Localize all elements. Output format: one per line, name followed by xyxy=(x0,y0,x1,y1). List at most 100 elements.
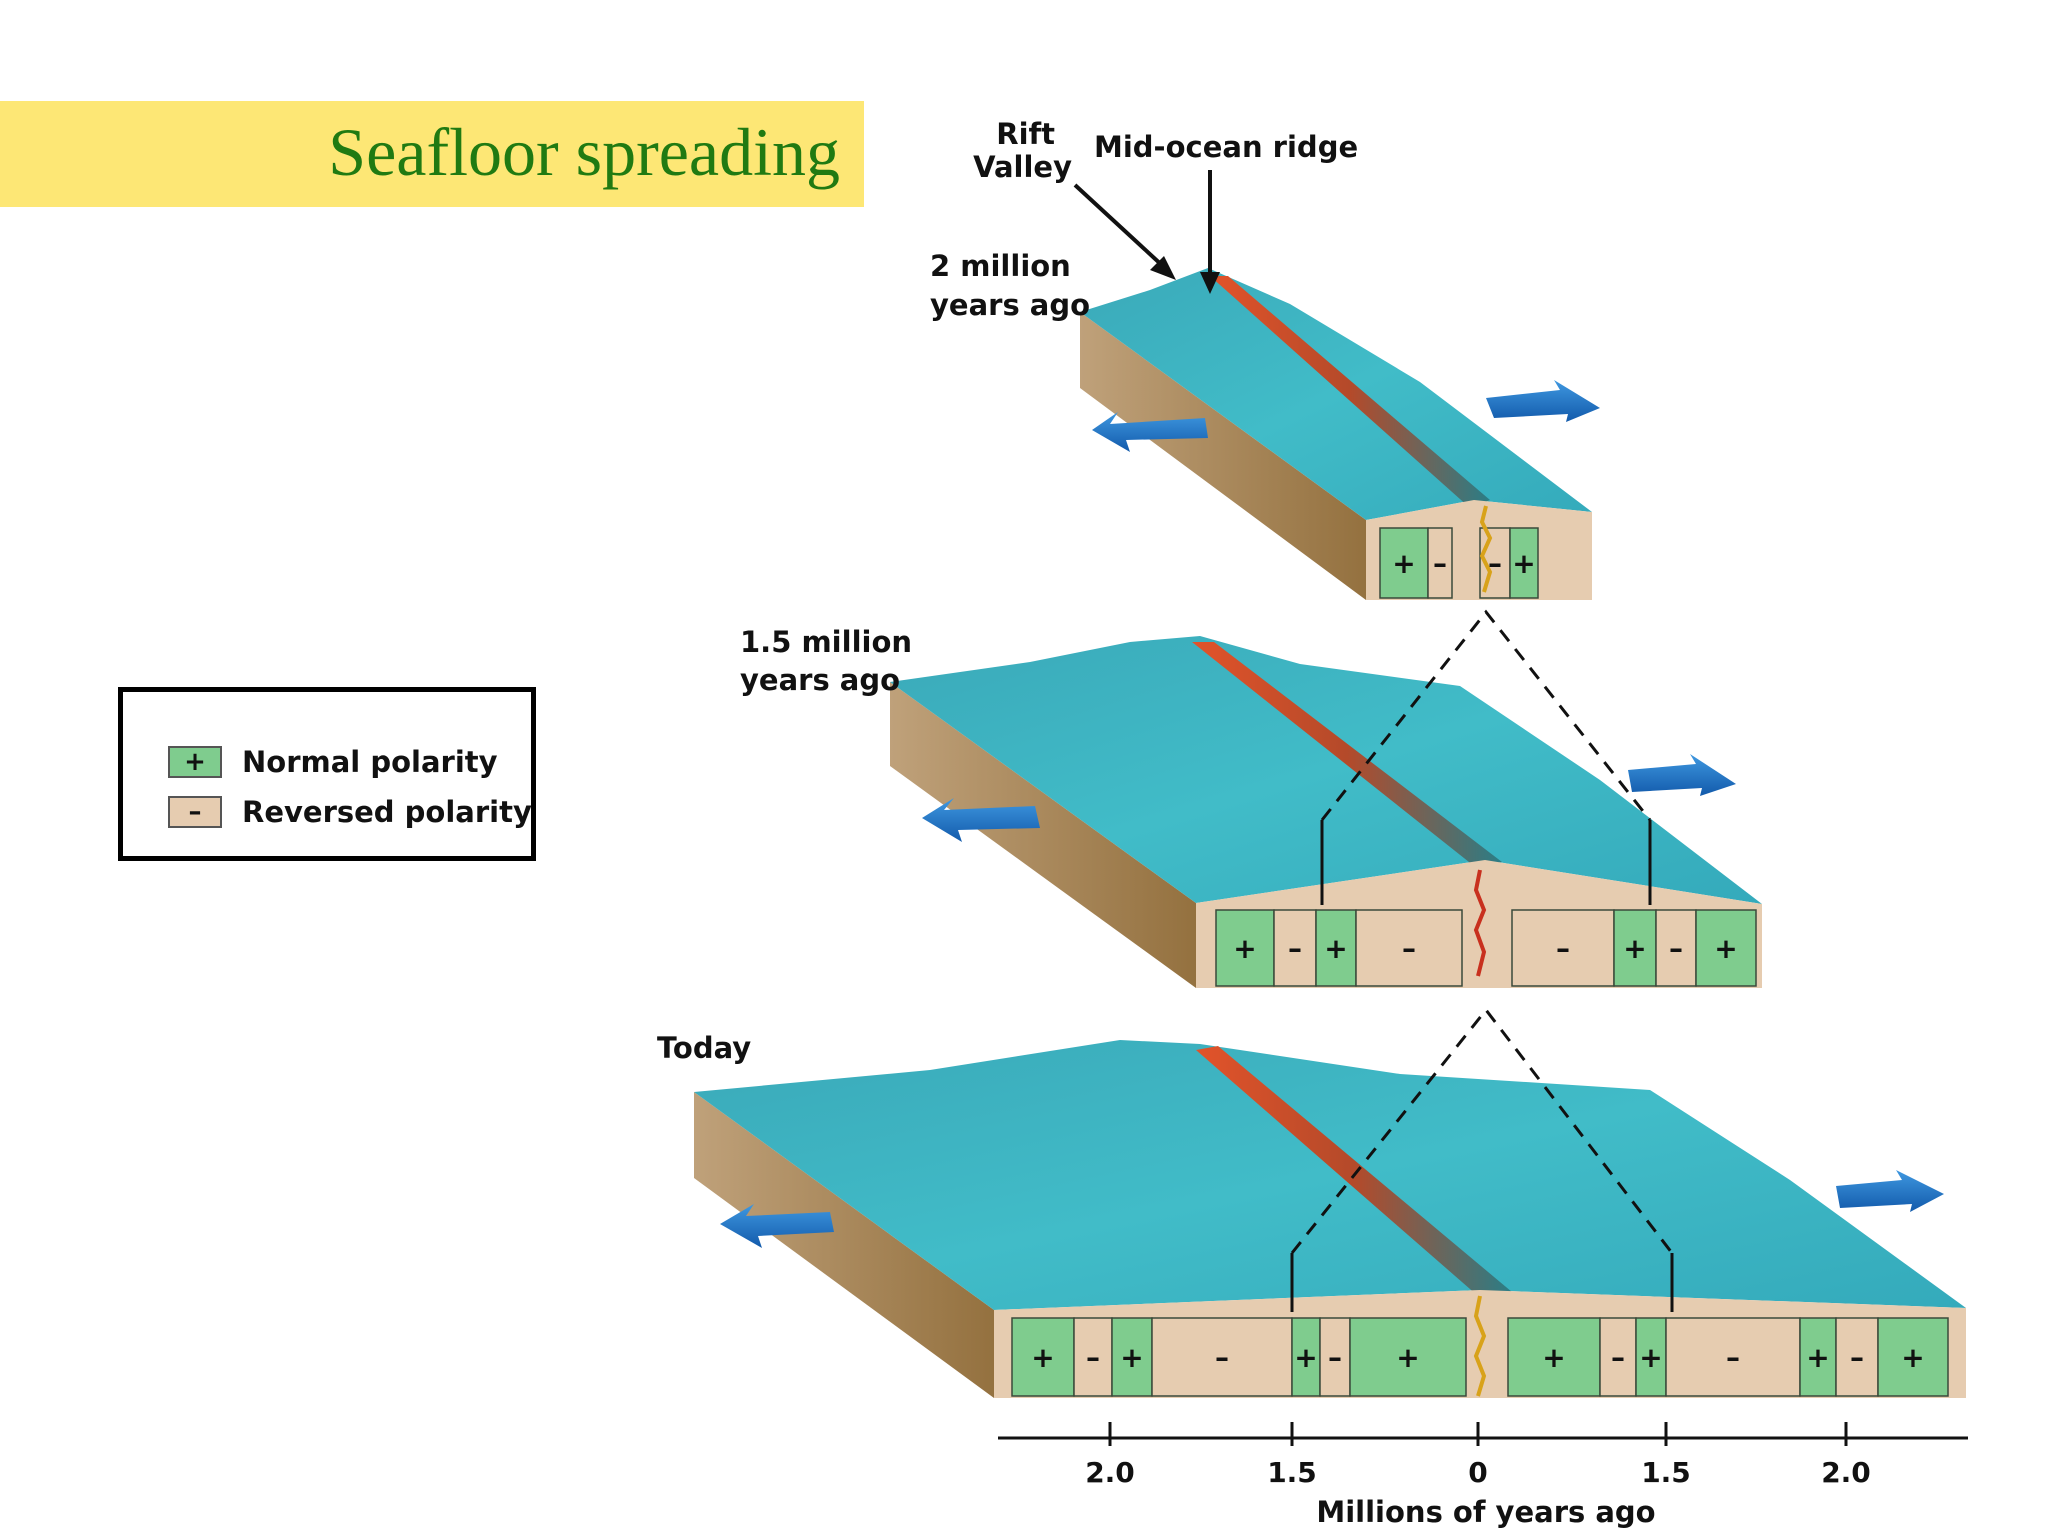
arrow-right-icon xyxy=(1628,754,1736,796)
polarity-symbol: + xyxy=(1714,932,1737,965)
polarity-symbol: – xyxy=(1288,932,1302,965)
arrow-left-icon xyxy=(922,798,1040,842)
normal-polarity-stripe xyxy=(1011,1317,1075,1397)
stage-label-2-million: 2 million xyxy=(930,249,1071,283)
normal-polarity-stripe xyxy=(1291,1317,1321,1397)
axis-tick-label: 0 xyxy=(1468,1456,1487,1489)
legend-item-reversed: – Reversed polarity xyxy=(168,795,532,829)
polarity-stripes: +––++–+––+–++–+–+–++–+–+–+ xyxy=(1011,527,1949,1397)
reversed-polarity-stripe xyxy=(1655,909,1697,987)
rift-valley-label: Rift xyxy=(996,117,1055,151)
polarity-symbol: + xyxy=(1542,1341,1565,1374)
reversed-polarity-stripe xyxy=(1319,1317,1351,1397)
reversed-polarity-stripe xyxy=(1427,527,1453,599)
polarity-symbol: + xyxy=(1901,1341,1924,1374)
polarity-symbol: – xyxy=(1215,1341,1229,1374)
polarity-symbol: + xyxy=(1512,547,1535,580)
normal-polarity-stripe xyxy=(1215,909,1275,987)
polarity-symbol: + xyxy=(1806,1341,1829,1374)
title-band: Seafloor spreading xyxy=(0,101,864,207)
stage-label-today: Today xyxy=(657,1031,751,1065)
normal-polarity-stripe xyxy=(1349,1317,1467,1397)
rift-cracks xyxy=(1473,505,1493,1397)
slide-title: Seafloor spreading xyxy=(328,114,840,190)
time-axis: 2.0 1.5 0 1.5 2.0 Millions of years ago xyxy=(998,1422,1968,1529)
rift-valley-label-line2: Valley xyxy=(973,150,1072,184)
axis-tick-label: 1.5 xyxy=(1267,1456,1317,1489)
normal-polarity-stripe xyxy=(1507,1317,1601,1397)
block-left-side xyxy=(1080,312,1366,600)
normal-polarity-swatch: + xyxy=(168,746,222,778)
axis-ticks: 2.0 1.5 0 1.5 2.0 xyxy=(1085,1422,1871,1489)
axis-tick-label: 2.0 xyxy=(1821,1456,1871,1489)
ridge-crest xyxy=(1210,276,1490,508)
mid-ocean-ridge-label: Mid-ocean ridge xyxy=(1094,130,1358,164)
normal-polarity-stripe xyxy=(1509,527,1539,599)
stage-label-1-5-million: 1.5 million xyxy=(740,625,912,659)
stage-label-2-million-line2: years ago xyxy=(930,288,1090,322)
arrow-left-icon xyxy=(1092,412,1208,452)
projection-lines xyxy=(1290,609,1674,1254)
polarity-symbol: – xyxy=(1850,1341,1864,1374)
legend-item-normal: + Normal polarity xyxy=(168,745,498,779)
polarity-symbol: + xyxy=(1639,1341,1662,1374)
polarity-symbol: – xyxy=(1402,932,1416,965)
arrow-right-icon xyxy=(1486,380,1600,422)
annotation-pointers xyxy=(1073,170,1220,294)
ocean-surface xyxy=(1080,268,1592,520)
polarity-symbol: + xyxy=(1233,932,1256,965)
ridge-crest xyxy=(1196,1046,1512,1296)
polarity-symbol: – xyxy=(1086,1341,1100,1374)
ocean-surface xyxy=(694,1040,1966,1310)
normal-polarity-stripe xyxy=(1799,1317,1837,1397)
polarity-symbol: – xyxy=(1556,932,1570,965)
projection-line-upper xyxy=(1320,609,1652,821)
polarity-symbol: – xyxy=(1433,547,1447,580)
projection-line-lower xyxy=(1290,1007,1674,1254)
polarity-symbol: + xyxy=(1392,547,1415,580)
axis-title: Millions of years ago xyxy=(1316,1495,1655,1529)
reversed-polarity-stripe xyxy=(1665,1317,1801,1397)
legend-label-reversed: Reversed polarity xyxy=(242,795,532,829)
normal-polarity-stripe xyxy=(1695,909,1757,987)
normal-polarity-stripe xyxy=(1877,1317,1949,1397)
polarity-symbol: – xyxy=(1611,1341,1625,1374)
normal-polarity-stripe xyxy=(1635,1317,1667,1397)
normal-polarity-stripe xyxy=(1613,909,1657,987)
arrow-right-icon xyxy=(1836,1170,1944,1212)
axis-tick-label: 2.0 xyxy=(1085,1456,1135,1489)
polarity-symbol: + xyxy=(1623,932,1646,965)
ridge-crest xyxy=(1192,642,1502,866)
reversed-polarity-stripe xyxy=(1073,1317,1113,1397)
reversed-polarity-stripe xyxy=(1599,1317,1637,1397)
polarity-symbol: + xyxy=(1120,1341,1143,1374)
projection-verticals xyxy=(1290,820,1674,1312)
reversed-polarity-stripe xyxy=(1355,909,1463,987)
block-left-side xyxy=(694,1092,994,1398)
reversed-polarity-swatch: – xyxy=(168,796,222,828)
polarity-symbol: + xyxy=(1396,1341,1419,1374)
polarity-symbol: – xyxy=(1669,932,1683,965)
reversed-polarity-stripe xyxy=(1273,909,1317,987)
polarity-symbol: – xyxy=(1328,1341,1342,1374)
spreading-arrows xyxy=(720,380,1944,1248)
rift-crack-stage3 xyxy=(1473,1295,1487,1397)
rift-crack-stage1 xyxy=(1479,505,1493,593)
rift-crack-stage2 xyxy=(1473,869,1487,977)
polarity-symbol: – xyxy=(1726,1341,1740,1374)
legend-label-normal: Normal polarity xyxy=(242,745,498,779)
axis-tick-label: 1.5 xyxy=(1641,1456,1691,1489)
rift-valley-pointer xyxy=(1073,183,1167,270)
ocean-surface xyxy=(890,636,1762,904)
arrowhead-icon xyxy=(1150,256,1176,280)
arrowhead-icon xyxy=(1200,272,1220,294)
normal-polarity-stripe xyxy=(1379,527,1429,599)
normal-polarity-stripe xyxy=(1111,1317,1153,1397)
polarity-symbol: + xyxy=(1324,932,1347,965)
block-left-side xyxy=(890,682,1196,988)
polarity-symbol: + xyxy=(1294,1341,1317,1374)
normal-polarity-stripe xyxy=(1315,909,1357,987)
stage-label-1-5-million-line2: years ago xyxy=(740,663,900,697)
polarity-symbol: + xyxy=(1031,1341,1054,1374)
